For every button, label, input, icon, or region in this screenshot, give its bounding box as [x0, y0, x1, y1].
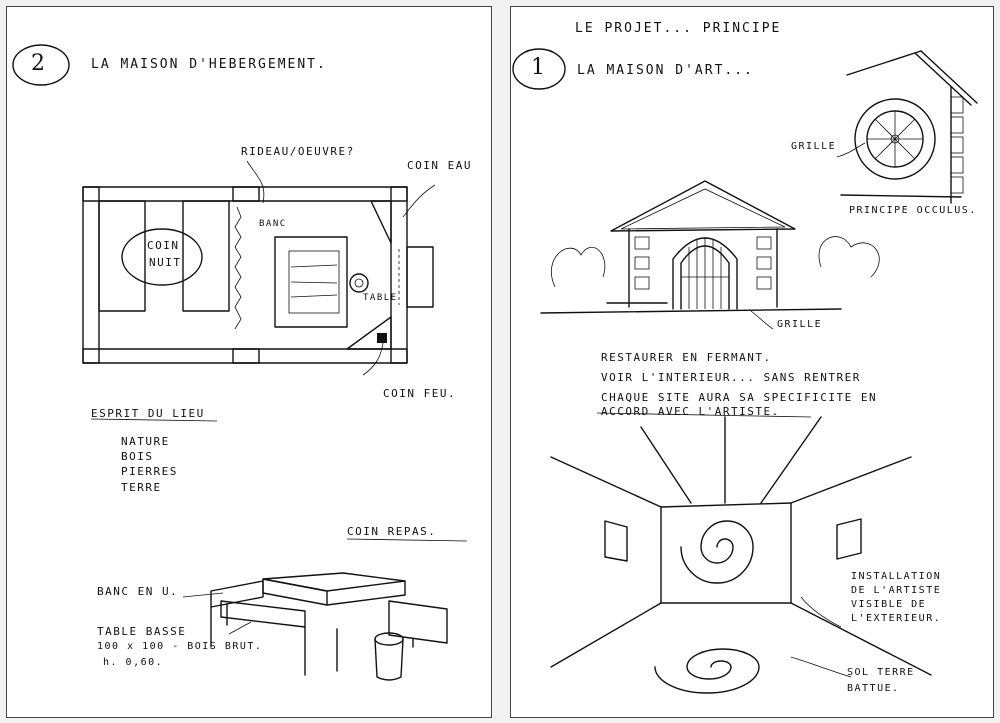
installation-room-sketch	[550, 416, 932, 694]
right-sketch-drawing	[512, 48, 978, 694]
label-coin-nuit-1: COIN	[147, 239, 180, 252]
label-coin-nuit-2: NUIT	[149, 256, 182, 269]
sol-line-2: BATTUE.	[847, 683, 900, 694]
label-grille-bottom: GRILLE	[777, 319, 823, 330]
dining-furniture-sketch	[210, 572, 448, 681]
installation-line-4: L'EXTERIEUR.	[851, 613, 942, 624]
esprit-heading: ESPRIT DU LIEU	[91, 407, 205, 420]
right-page-title: LA MAISON D'ART...	[577, 63, 754, 78]
sol-line-1: SOL TERRE	[847, 667, 915, 678]
installation-line-2: DE L'ARTISTE	[851, 585, 942, 596]
chapel-sketch	[540, 180, 880, 330]
esprit-item-terre: TERRE	[121, 481, 162, 494]
floor-plan	[82, 160, 436, 376]
left-page-number: 2	[31, 51, 47, 76]
installation-line-3: VISIBLE DE	[851, 599, 927, 610]
installation-line-1: INSTALLATION	[851, 571, 942, 582]
esprit-item-bois: BOIS	[121, 450, 154, 463]
occulus-sketch	[836, 50, 978, 204]
note-line-4: ACCORD AVEC L'ARTISTE.	[601, 405, 780, 418]
coin-repas-heading: COIN REPAS.	[347, 525, 437, 538]
right-sketch-page: LE PROJET... PRINCIPE 1 LA MAISON D'ART.…	[510, 6, 994, 718]
label-banc-en-u: BANC EN U.	[97, 585, 179, 598]
label-rideau: RIDEAU/OEUVRE?	[241, 145, 355, 158]
label-coin-feu: COIN FEU.	[383, 387, 457, 400]
left-page-title: LA MAISON D'HEBERGEMENT.	[91, 57, 327, 72]
label-table: TABLE	[363, 293, 398, 303]
label-height: h. 0,60.	[103, 657, 164, 668]
left-sketch-drawing	[12, 44, 468, 681]
note-line-3: CHAQUE SITE AURA SA SPECIFICITE EN	[601, 391, 878, 404]
esprit-item-nature: NATURE	[121, 435, 170, 448]
label-principe-occulus: PRINCIPE OCCULUS.	[849, 205, 977, 216]
esprit-item-pierres: PIERRES	[121, 465, 178, 478]
label-grille-top: GRILLE	[791, 141, 837, 152]
label-table-basse: TABLE BASSE	[97, 625, 187, 638]
note-line-2: VOIR L'INTERIEUR... SANS RENTRER	[601, 371, 861, 384]
label-dims: 100 x 100 - BOIS BRUT.	[97, 641, 263, 652]
label-banc: BANC	[259, 219, 287, 229]
label-coin-eau: COIN EAU	[407, 159, 472, 172]
right-page-header: LE PROJET... PRINCIPE	[575, 21, 782, 36]
right-page-number: 1	[531, 55, 547, 80]
note-line-1: RESTAURER EN FERMANT.	[601, 351, 772, 364]
left-sketch-page: 2 LA MAISON D'HEBERGEMENT. RIDEAU/OEUVRE…	[6, 6, 492, 718]
